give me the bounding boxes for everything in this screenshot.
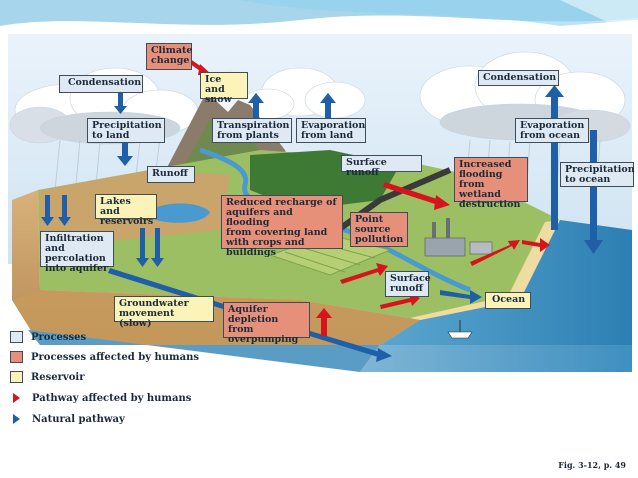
arrow-flood-red (470, 240, 520, 266)
arrow-infiltration-2 (58, 195, 71, 226)
label-evaporation-from-ocean: Evaporation from ocean (515, 118, 589, 143)
label-aquifer-depletion: Aquifer depletion from overpumping (223, 302, 310, 345)
arrow-condensation-down (114, 92, 127, 114)
legend-swatch-process (10, 331, 23, 343)
label-groundwater-movement: Groundwater movement (slow) (114, 296, 214, 329)
human-pathway-arrows (183, 56, 550, 336)
legend-item-reservoir: Reservoir (10, 370, 84, 384)
label-point-source-pollution: Point source pollution (350, 212, 408, 247)
ocean-surface (380, 220, 632, 345)
arrow-percolation-2 (151, 228, 164, 267)
arrow-aquifer-up-red (316, 308, 332, 336)
label-precipitation-to-land: Precipitation to land (87, 118, 165, 143)
legend-swatch-reservoir (10, 371, 23, 383)
label-runoff: Runoff (147, 166, 195, 183)
arrow-evap-land (320, 93, 336, 123)
legend-label-processes-affected: Processes affected by humans (31, 351, 200, 363)
arrow-evap-ocean (545, 85, 564, 230)
legend-label-pathway-humans: Pathway affected by humans (32, 392, 192, 404)
label-condensation-right: Condensation (478, 70, 559, 86)
legend-swatch-human-process (10, 351, 23, 363)
block-bottom (28, 330, 380, 372)
legend-item-processes: Processes (10, 330, 86, 344)
ocean-front (360, 345, 632, 372)
arrow-precip-land (117, 140, 133, 166)
label-surface-runoff-top: Surface runoff (341, 155, 422, 178)
factory (424, 218, 493, 257)
label-increased-flooding: Increased flooding from wetland destruct… (454, 157, 528, 210)
legend-item-natural-pathway: Natural pathway (10, 412, 125, 426)
arrow-to-ocean-red (522, 238, 550, 252)
legend-label-natural-pathway: Natural pathway (32, 413, 125, 425)
label-precipitation-to-ocean: Precipitation to ocean (560, 162, 635, 187)
label-climate-change: Climate change (146, 43, 192, 70)
blue-arrow-icon (13, 414, 20, 424)
arrow-infiltration-1 (41, 195, 54, 226)
legend-item-pathway-humans: Pathway affected by humans (10, 391, 191, 405)
arrow-runoff-bottom-red (380, 293, 420, 309)
legend-label-reservoir: Reservoir (31, 371, 85, 383)
header-swoosh (0, 0, 638, 36)
arrow-pollution-red (340, 263, 388, 284)
label-ice-and-snow: Ice and snow (200, 72, 248, 105)
figure-caption: Fig. 3-12, p. 49 (558, 460, 626, 470)
label-ocean: Ocean (485, 292, 531, 309)
arrow-transpiration (248, 93, 264, 123)
label-reduced-recharge: Reduced recharge of aquifers and floodin… (221, 195, 343, 258)
label-infiltration: Infiltration and percolation into aquife… (40, 231, 114, 274)
label-condensation-left: Condensation (59, 75, 143, 93)
red-arrow-icon (13, 393, 20, 403)
boat (447, 320, 473, 339)
lake (150, 203, 210, 223)
legend-label-processes: Processes (31, 331, 87, 343)
label-transpiration-from-plants: Transpiration from plants (212, 118, 292, 143)
label-lakes-and-reservoirs: Lakes and reservoirs (95, 194, 157, 227)
label-surface-runoff-bottom: Surface runoff (385, 271, 431, 297)
arrow-surface-runoff-red (383, 182, 450, 210)
legend-item-processes-affected: Processes affected by humans (10, 350, 199, 364)
label-evaporation-from-land: Evaporation from land (296, 118, 366, 143)
arrow-percolation-1 (136, 228, 149, 267)
arrow-ocean-runoff (440, 290, 482, 304)
